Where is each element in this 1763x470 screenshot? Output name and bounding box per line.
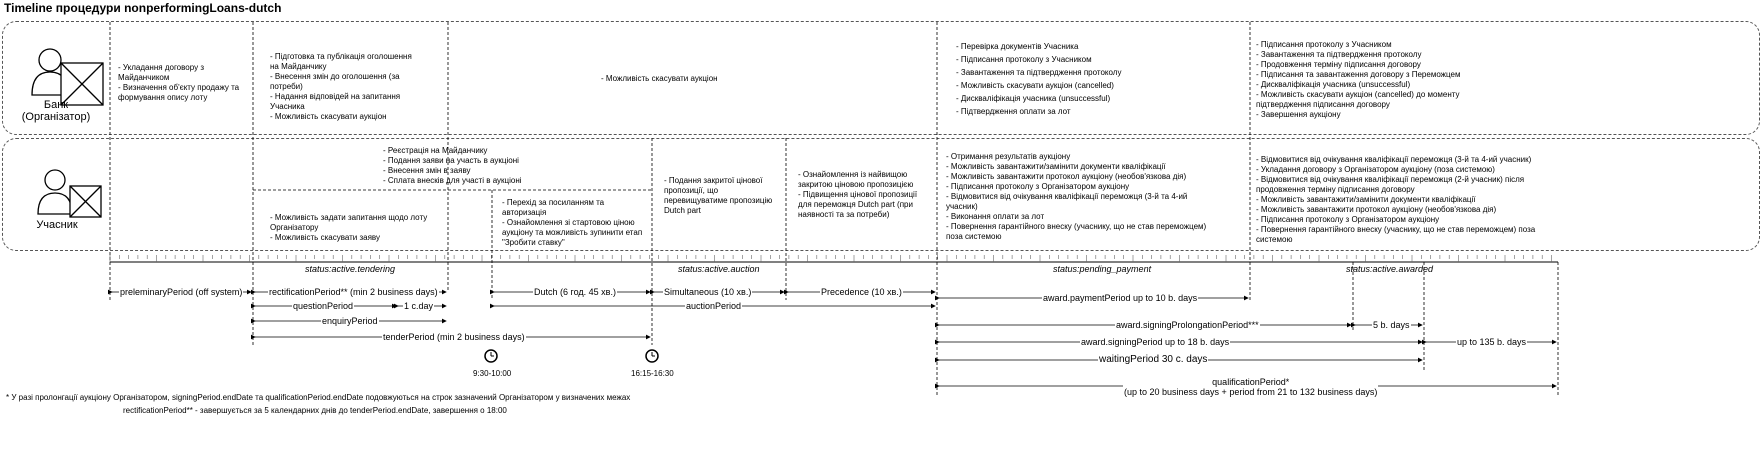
bank-cell-pending: - Перевірка документів Учасника - Підпис… [956,42,1122,116]
participant-actor-icon [37,169,102,218]
clock-label-1: 9:30-10:00 [473,369,512,378]
participant-cell-dutch: - Перехід за посиланням та авторизація -… [502,198,643,247]
label-five-days: 5 b. days [1372,320,1411,330]
footnote-1: * У разі пролонгації аукціону Організато… [6,393,631,402]
clock-icon-1 [484,349,498,363]
label-precedence: Precedence (10 хв.) [820,287,903,297]
label-signing-prolongation-period: award.signingProlongationPeriod*** [1115,320,1260,330]
status-pending-payment: status:pending_payment [1053,264,1152,274]
lane-bank [2,21,1760,135]
lane-participant [2,138,1760,251]
bank-cell-preliminary: - Укладання договору з Майданчиком - Виз… [118,63,240,102]
bank-cell-awarded: - Підписання протоколу з Учасником - Зав… [1256,40,1461,119]
participant-cell-tendering-top: - Реєстрація на Майданчику - Подання зая… [383,146,522,185]
bank-cell-tendering: - Підготовка та публікація оголошення на… [270,52,412,121]
label-auction-period: auctionPeriod [685,301,743,311]
label-rectification-period: rectificationPeriod** (min 2 business da… [268,287,439,297]
status-tendering: status:active.tendering [305,264,396,274]
diagram-title: Timeline процедури nonperformingLoans-du… [4,1,282,15]
label-enquiry-period: enquiryPeriod [321,316,379,326]
label-tender-period: tenderPeriod (min 2 business days) [382,332,526,342]
label-preliminary-period: preleminaryPeriod (off system) [119,287,244,297]
status-auction: status:active.auction [678,264,760,274]
clock-icon-2 [645,349,659,363]
participant-cell-simultaneous: - Подання закритої цінової пропозиції, щ… [664,176,773,215]
label-waiting-period: waitingPeriod 30 c. days [1098,354,1209,365]
label-up-to-135: up to 135 b. days [1456,337,1528,347]
bank-cell-auction: - Можливість скасувати аукціон [601,74,718,83]
clock-label-2: 16:15-16:30 [631,369,674,378]
participant-cell-precedence: - Ознайомлення із найвищою закритою ціно… [798,170,918,219]
label-award-payment-period: award.paymentPeriod up to 10 b. days [1042,293,1199,303]
label-simultaneous: Simultaneous (10 хв.) [663,287,753,297]
bank-actor-label: Банк (Організатор) [21,99,91,123]
participant-cell-awarded: - Відмовитися від очікування кваліфікаці… [1256,155,1536,244]
label-one-day: 1 c.day [403,301,435,311]
participant-cell-pending: - Отримання результатів аукціону - Можли… [946,152,1207,241]
label-dutch: Dutch (6 год. 45 хв.) [533,287,617,297]
label-question-period: questionPeriod [292,301,355,311]
participant-cell-tendering-bottom: - Можливість задати запитання щодо лоту … [270,213,428,242]
label-signing-period: award.signingPeriod up to 18 b. days [1080,337,1231,347]
footnote-2: rectificationPeriod** - завершується за … [123,406,507,415]
label-qualification-period: qualificationPeriod* (up to 20 business … [1123,377,1379,397]
bank-actor-icon [31,48,104,106]
participant-actor-label: Учасник [36,219,78,231]
status-awarded: status:active.awarded [1346,264,1434,274]
